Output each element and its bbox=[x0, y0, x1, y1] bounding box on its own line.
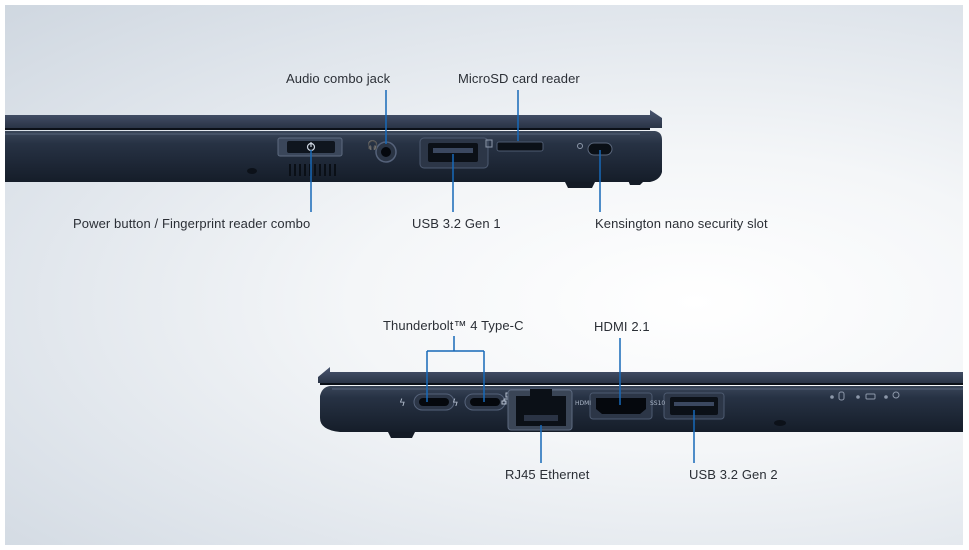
svg-text:ϟ: ϟ bbox=[452, 398, 459, 409]
rj45-port-icon bbox=[507, 389, 573, 431]
label-microsd-card-reader: MicroSD card reader bbox=[458, 71, 580, 86]
background-panel bbox=[5, 5, 963, 545]
top-callout-lines bbox=[310, 90, 601, 212]
microsd-slot-icon bbox=[485, 139, 544, 152]
power-button-icon bbox=[277, 137, 343, 157]
label-kensington-slot: Kensington nano security slot bbox=[595, 216, 768, 231]
label-power-fingerprint: Power button / Fingerprint reader combo bbox=[73, 216, 311, 231]
label-usb-3-2-gen-2: USB 3.2 Gen 2 bbox=[689, 467, 778, 482]
status-led-indicators bbox=[830, 391, 900, 401]
svg-text:🎧: 🎧 bbox=[367, 139, 378, 151]
bottom-laptop-side: ϟ ϟ bbox=[318, 336, 963, 463]
label-usb-3-2-gen-1: USB 3.2 Gen 1 bbox=[412, 216, 501, 231]
hdmi-port-icon: HDMI bbox=[575, 392, 653, 420]
ss10-mark-text: SS10 bbox=[650, 400, 665, 407]
label-thunderbolt-4: Thunderbolt™ 4 Type-C bbox=[383, 318, 524, 333]
thunderbolt-port-2-icon: ϟ bbox=[452, 393, 506, 411]
top-laptop-side: 🎧 bbox=[5, 90, 662, 212]
label-audio-combo-jack: Audio combo jack bbox=[286, 71, 391, 86]
label-hdmi-2-1: HDMI 2.1 bbox=[594, 319, 650, 334]
svg-text:ϟ: ϟ bbox=[399, 398, 406, 409]
vent-grille bbox=[289, 164, 336, 176]
usb-a-port-icon bbox=[419, 137, 489, 169]
label-rj45-ethernet: RJ45 Ethernet bbox=[505, 467, 590, 482]
bottom-callout-lines bbox=[426, 336, 695, 463]
hdmi-mark-text: HDMI bbox=[575, 400, 591, 407]
